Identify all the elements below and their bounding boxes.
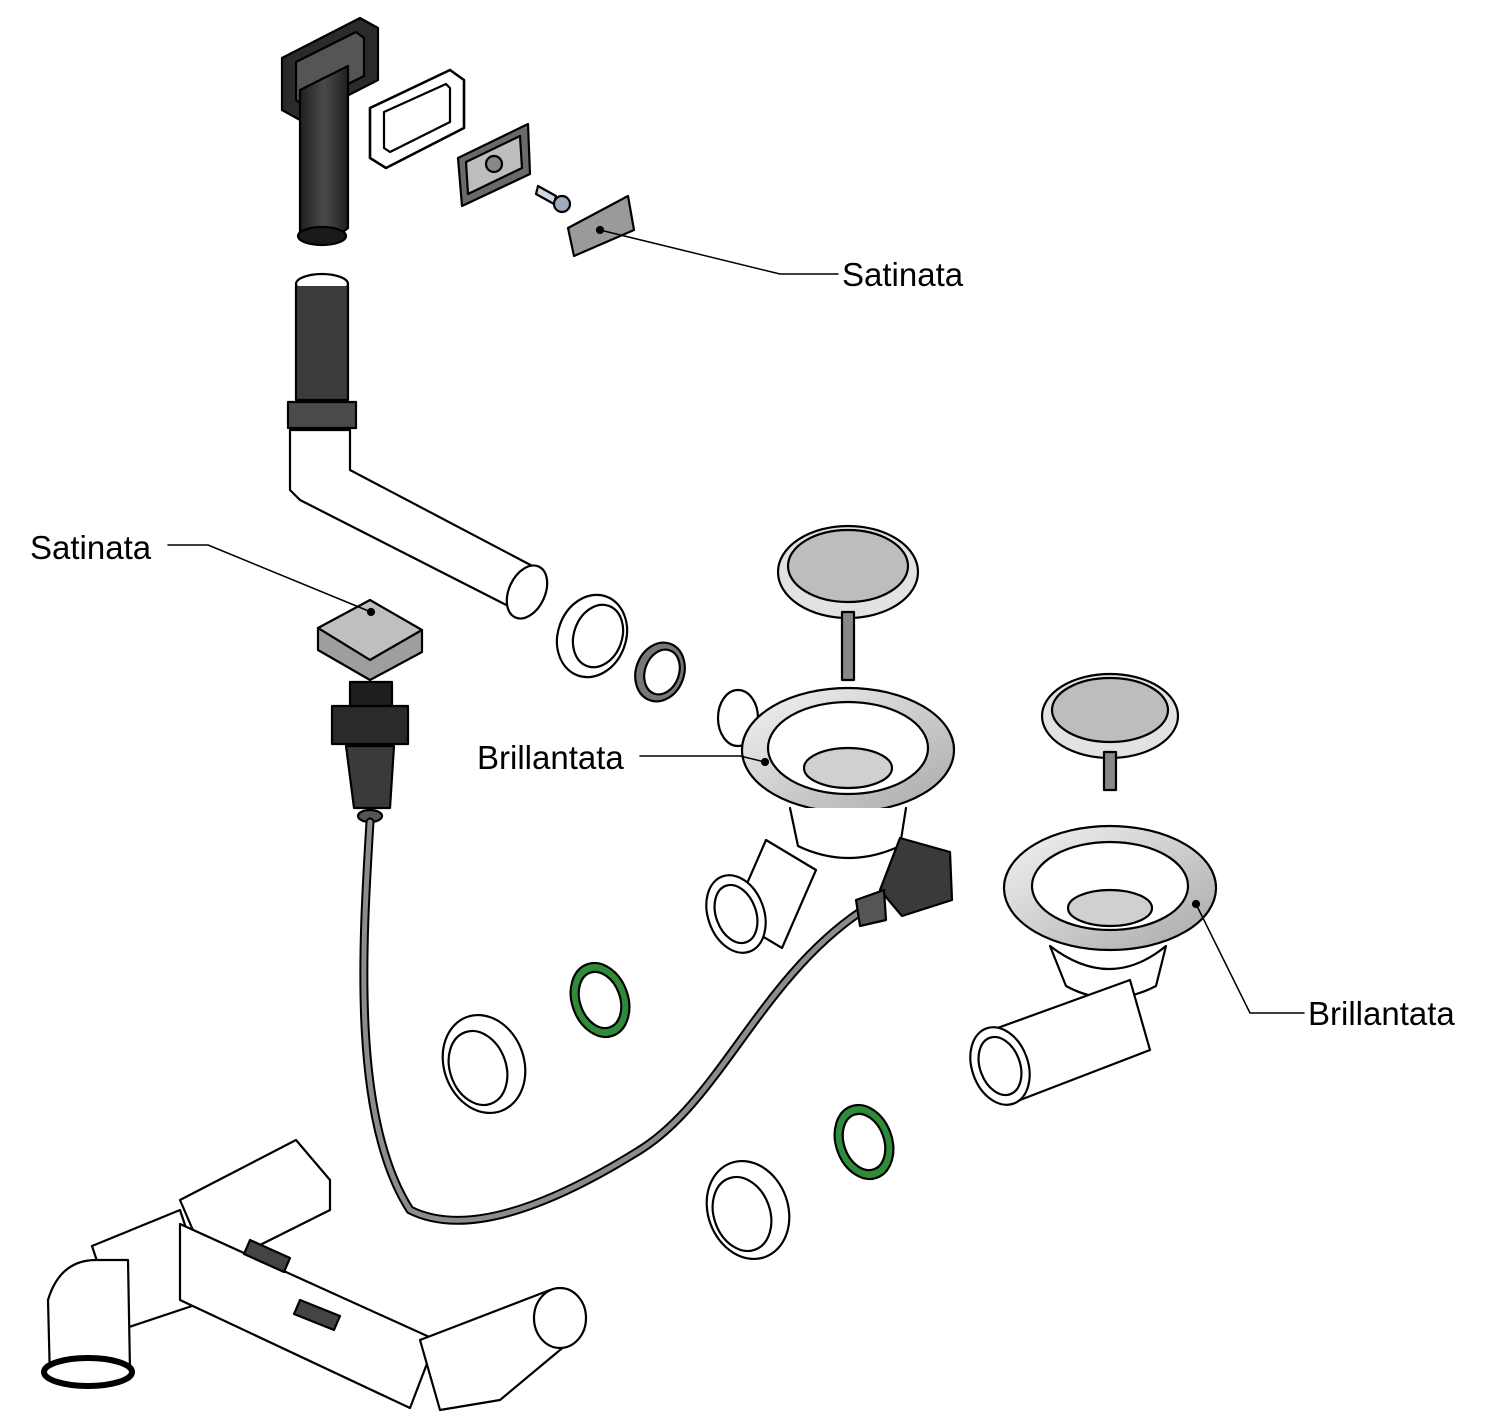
right-strainer-basket — [1040, 672, 1180, 792]
overflow-gasket — [368, 68, 466, 170]
right-green-seal — [833, 1103, 895, 1181]
right-strainer-body — [969, 824, 1218, 1106]
overflow-screw — [534, 184, 572, 214]
callout-line-left-strainer — [639, 755, 766, 763]
callout-line-pop-up-knob — [167, 544, 372, 613]
callout-line-right-strainer — [1195, 903, 1305, 1014]
left-green-seal — [569, 961, 631, 1039]
right-strainer-rim-label: Brillantata — [1308, 995, 1455, 1032]
overflow-cover-satinata — [566, 194, 636, 258]
overflow-seal-ring — [634, 641, 686, 703]
left-nut — [441, 1013, 527, 1115]
overflow-cover-label: Satinata — [842, 256, 964, 293]
left-strainer-body — [705, 686, 956, 954]
left-strainer-basket — [776, 524, 920, 682]
trap-pipe-assembly — [41, 1138, 588, 1412]
overflow-pipe — [286, 272, 549, 620]
pop-up-knob-label: Satinata — [30, 529, 152, 566]
pop-up-knob-satinata — [316, 598, 424, 824]
overflow-head — [280, 16, 380, 247]
right-nut — [705, 1159, 791, 1261]
overflow-nut — [555, 593, 629, 679]
callout-line-overflow-cover — [599, 229, 839, 275]
overflow-plate — [456, 122, 532, 208]
left-strainer-rim-label: Brillantata — [477, 739, 624, 776]
